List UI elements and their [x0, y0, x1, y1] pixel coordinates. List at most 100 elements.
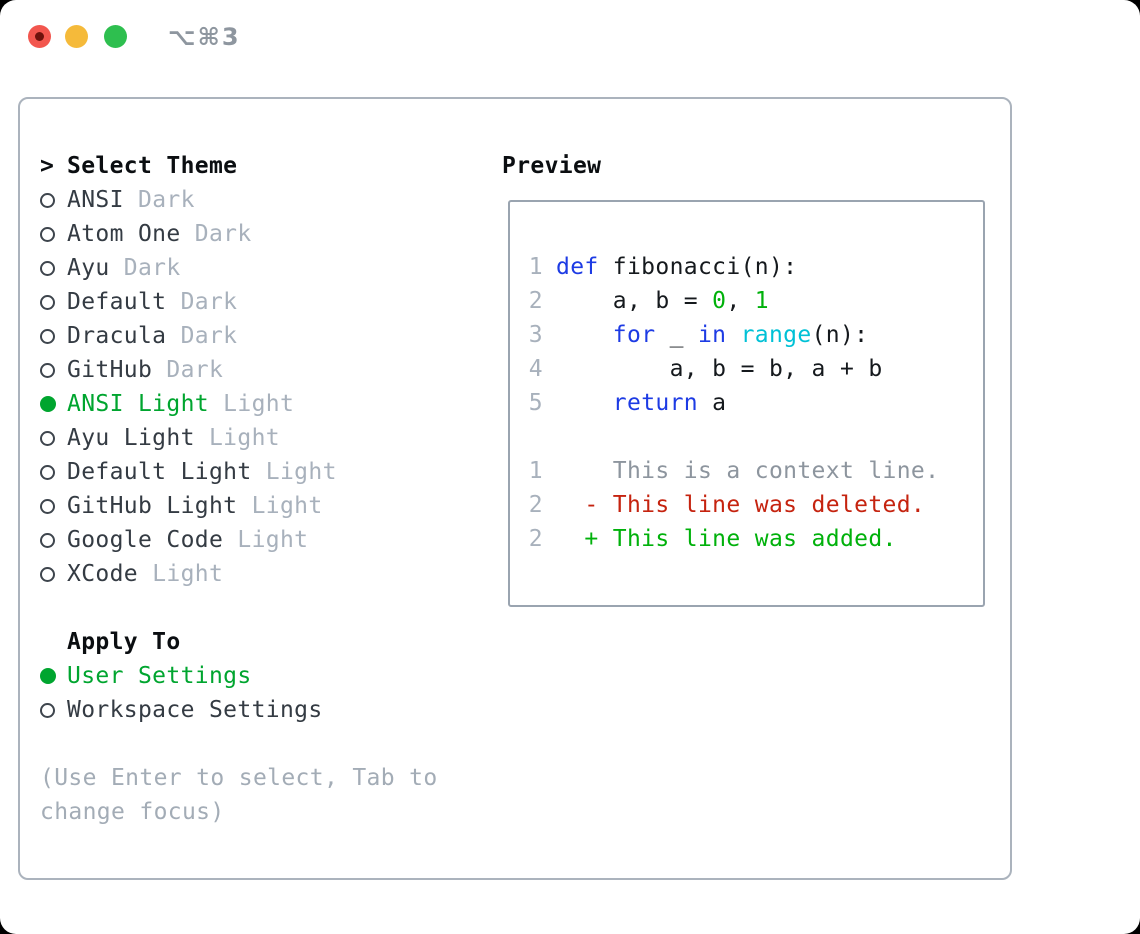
- prompt-cursor-icon: >: [40, 153, 55, 179]
- theme-variant-label: Light: [237, 493, 323, 519]
- code-line: 2 a, b = 0, 1: [528, 284, 983, 318]
- theme-option-atom-one[interactable]: Atom One Dark: [40, 217, 438, 251]
- radio-icon: [40, 260, 55, 276]
- select-theme-header: > Select Theme: [40, 149, 438, 183]
- apply-option-label: Workspace Settings: [67, 697, 323, 723]
- code-token: ,: [726, 288, 755, 314]
- code-token: This is a context line.: [556, 458, 940, 484]
- radio-marker: [40, 396, 67, 412]
- code-line: 1 This is a context line.: [528, 454, 983, 488]
- code-token: [556, 390, 613, 416]
- theme-option-label: Google Code: [67, 527, 224, 553]
- radio-marker: [40, 702, 67, 718]
- radio-marker: [40, 566, 67, 582]
- theme-option-default-light[interactable]: Default Light Light: [40, 455, 438, 489]
- radio-marker: [40, 532, 67, 548]
- radio-marker: [40, 498, 67, 514]
- maximize-button[interactable]: [104, 25, 127, 48]
- theme-option-label: GitHub: [67, 357, 153, 383]
- theme-option-ayu[interactable]: Ayu Dark: [40, 251, 438, 285]
- theme-option-dracula[interactable]: Dracula Dark: [40, 319, 438, 353]
- radio-icon: [40, 464, 55, 480]
- theme-variant-label: Light: [251, 459, 337, 485]
- line-number: 1: [528, 458, 543, 484]
- theme-option-github[interactable]: GitHub Dark: [40, 353, 438, 387]
- radio-icon: [40, 498, 55, 514]
- code-content: for _ in range(n):: [556, 322, 868, 348]
- radio-marker: [40, 226, 67, 242]
- close-dot-icon: [35, 32, 44, 41]
- radio-icon: [40, 566, 55, 582]
- code-token: - This line was deleted.: [556, 492, 926, 518]
- code-content: a, b = b, a + b: [556, 356, 883, 382]
- code-token: for: [612, 322, 656, 348]
- line-number: 4: [528, 356, 543, 382]
- code-token: + This line was added.: [556, 526, 897, 552]
- code-line: 2 - This line was deleted.: [528, 488, 983, 522]
- theme-option-xcode[interactable]: XCode Light: [40, 557, 438, 591]
- theme-option-label: XCode: [67, 561, 138, 587]
- radio-marker: [40, 260, 67, 276]
- radio-marker: [40, 362, 67, 378]
- radio-icon: [40, 226, 55, 242]
- apply-option-label: User Settings: [67, 663, 252, 689]
- section-gap: [40, 591, 438, 625]
- code-line: 5 return a: [528, 386, 983, 420]
- code-token: range: [740, 322, 812, 348]
- radio-marker: [40, 464, 67, 480]
- code-content: This is a context line.: [556, 458, 939, 484]
- help-line-1: (Use Enter to select, Tab to: [40, 765, 438, 791]
- radio-marker: [40, 668, 67, 684]
- apply-option-workspace-settings[interactable]: Workspace Settings: [40, 693, 438, 727]
- theme-option-ansi-light[interactable]: ANSI Light Light: [40, 387, 438, 421]
- theme-option-ansi[interactable]: ANSI Dark: [40, 183, 438, 217]
- radio-marker: [40, 192, 67, 208]
- select-theme-title: Select Theme: [67, 153, 238, 179]
- line-number: 2: [528, 526, 543, 552]
- code-token: 1: [754, 288, 769, 314]
- theme-variant-label: Light: [208, 391, 295, 417]
- radio-selected-icon: [40, 668, 56, 684]
- close-button[interactable]: [28, 25, 51, 48]
- theme-option-label: Ayu Light: [67, 425, 195, 451]
- radio-marker: [40, 294, 67, 310]
- minimize-button[interactable]: [65, 25, 88, 48]
- theme-option-label: ANSI Light: [67, 391, 209, 417]
- theme-option-google-code[interactable]: Google Code Light: [40, 523, 438, 557]
- radio-icon: [40, 328, 55, 344]
- theme-variant-label: Dark: [152, 357, 224, 383]
- theme-option-label: Default: [67, 289, 167, 315]
- theme-variant-label: Light: [138, 561, 224, 587]
- code-line: 4 a, b = b, a + b: [528, 352, 983, 386]
- code-token: 0: [712, 288, 727, 314]
- theme-option-default[interactable]: Default Dark: [40, 285, 438, 319]
- radio-marker: [40, 328, 67, 344]
- theme-variant-label: Dark: [123, 187, 195, 213]
- code-token: [556, 322, 613, 348]
- theme-option-github-light[interactable]: GitHub Light Light: [40, 489, 438, 523]
- theme-variant-label: Dark: [180, 221, 252, 247]
- code-content: def fibonacci(n):: [556, 254, 797, 280]
- help-text: (Use Enter to select, Tab to change focu…: [40, 761, 438, 829]
- window-title: ⌥⌘3: [168, 23, 241, 51]
- code-token: fibonacci(n):: [598, 254, 798, 280]
- apply-option-user-settings[interactable]: User Settings: [40, 659, 438, 693]
- theme-option-label: Dracula: [67, 323, 167, 349]
- radio-icon: [40, 702, 55, 718]
- radio-icon: [40, 362, 55, 378]
- apply-to-header: Apply To: [40, 625, 438, 659]
- radio-icon: [40, 532, 55, 548]
- code-token: a, b = b, a + b: [556, 356, 883, 382]
- code-line: [528, 420, 983, 454]
- radio-icon: [40, 294, 55, 310]
- help-line-2: change focus): [40, 799, 225, 825]
- theme-variant-label: Dark: [166, 323, 238, 349]
- preview-title: Preview: [502, 153, 602, 179]
- theme-option-ayu-light[interactable]: Ayu Light Light: [40, 421, 438, 455]
- radio-icon: [40, 192, 55, 208]
